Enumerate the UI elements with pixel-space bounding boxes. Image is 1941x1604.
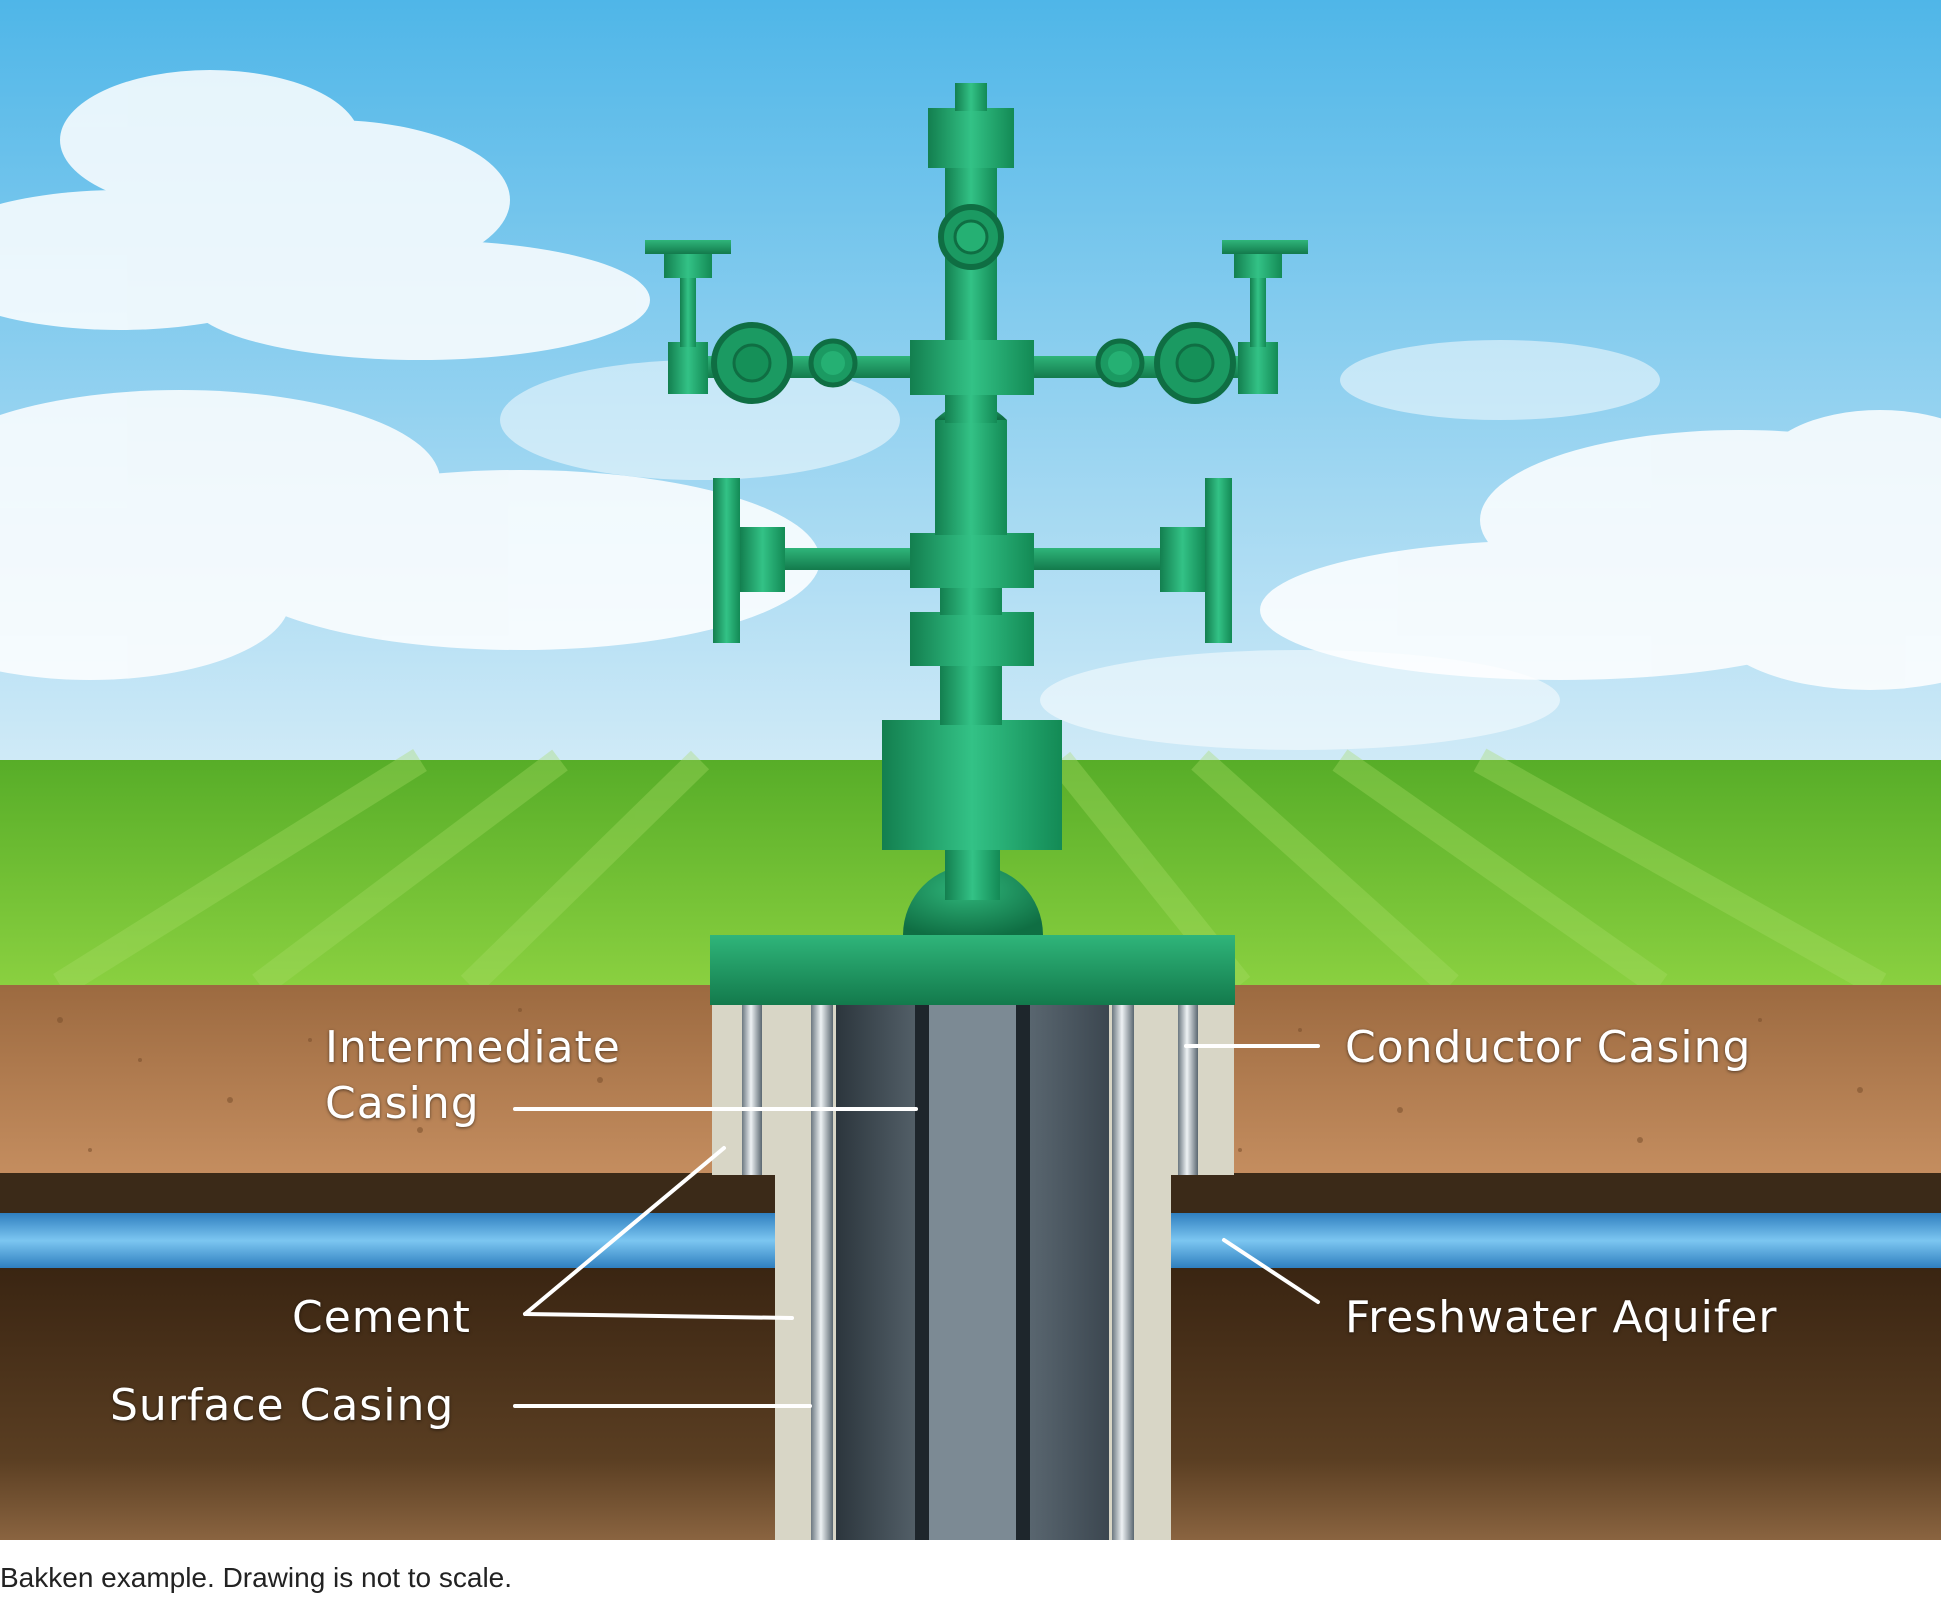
cement-leader-lower [523,1312,794,1320]
cement-leader-upper [523,1146,726,1316]
figure-caption: Bakken example. Drawing is not to scale. [0,1562,513,1593]
label-intermediate-line1: Intermediate [325,1022,621,1073]
label-surface-casing: Surface Casing [110,1380,455,1431]
label-cement: Cement [292,1292,471,1343]
freshwater-aquifer-leader [1222,1238,1320,1304]
label-freshwater-aquifer: Freshwater Aquifer [1345,1292,1778,1343]
label-intermediate-line2: Casing [325,1078,480,1129]
label-intermediate-casing: Intermediate Casing [325,1020,621,1132]
diagram-illustration [0,0,1941,1540]
label-conductor-casing: Conductor Casing [1345,1022,1752,1073]
leader-lines [513,1044,1320,1408]
